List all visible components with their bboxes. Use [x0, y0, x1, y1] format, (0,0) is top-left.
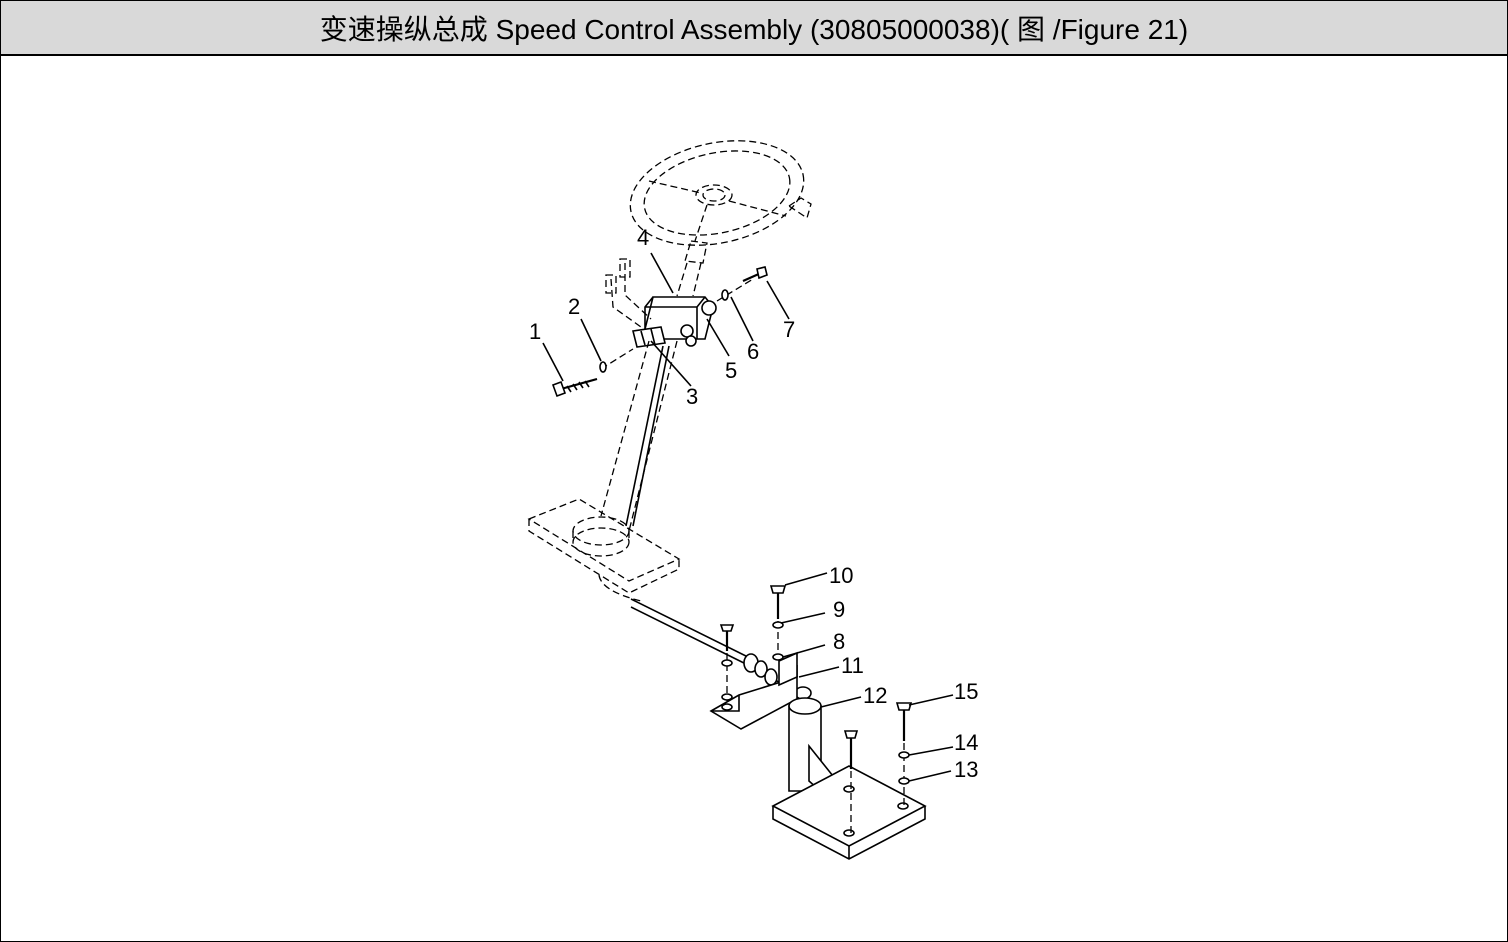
bolt-left-assembly — [719, 624, 735, 701]
steering-column — [600, 340, 678, 532]
callout-9: 9 — [833, 597, 845, 622]
callout-10: 10 — [829, 563, 853, 588]
figure-title: 变速操纵总成 Speed Control Assembly (308050000… — [1, 1, 1507, 56]
callout-4: 4 — [637, 225, 649, 250]
callout-5: 5 — [725, 358, 737, 383]
leader-lines — [542, 252, 954, 782]
callout-7: 7 — [783, 317, 795, 342]
bolt-10-assembly — [769, 585, 787, 661]
callout-11: 11 — [841, 653, 864, 678]
callout-15: 15 — [954, 679, 978, 704]
cable-bracket — [709, 651, 798, 730]
bolt-center-assembly — [843, 730, 859, 833]
callout-2: 2 — [568, 294, 580, 319]
callout-12: 12 — [863, 683, 887, 708]
steering-wheel — [629, 140, 812, 264]
floor-plate — [527, 498, 681, 594]
bolt-15-assembly — [895, 702, 913, 806]
callout-8: 8 — [833, 629, 845, 654]
washer-2 — [599, 361, 607, 373]
column-shaft — [676, 262, 702, 297]
callout-6: 6 — [747, 339, 759, 364]
callout-1: 1 — [529, 319, 541, 344]
callout-3: 3 — [686, 384, 698, 409]
pedestal — [771, 697, 927, 860]
shift-levers — [605, 258, 666, 348]
bolt-7-assembly — [716, 266, 768, 302]
assembly-diagram: 1 2 3 4 5 6 7 8 9 10 11 12 13 14 15 — [527, 140, 978, 860]
callout-13: 13 — [954, 757, 978, 782]
bolt-1 — [551, 348, 634, 398]
callout-14: 14 — [954, 730, 978, 755]
